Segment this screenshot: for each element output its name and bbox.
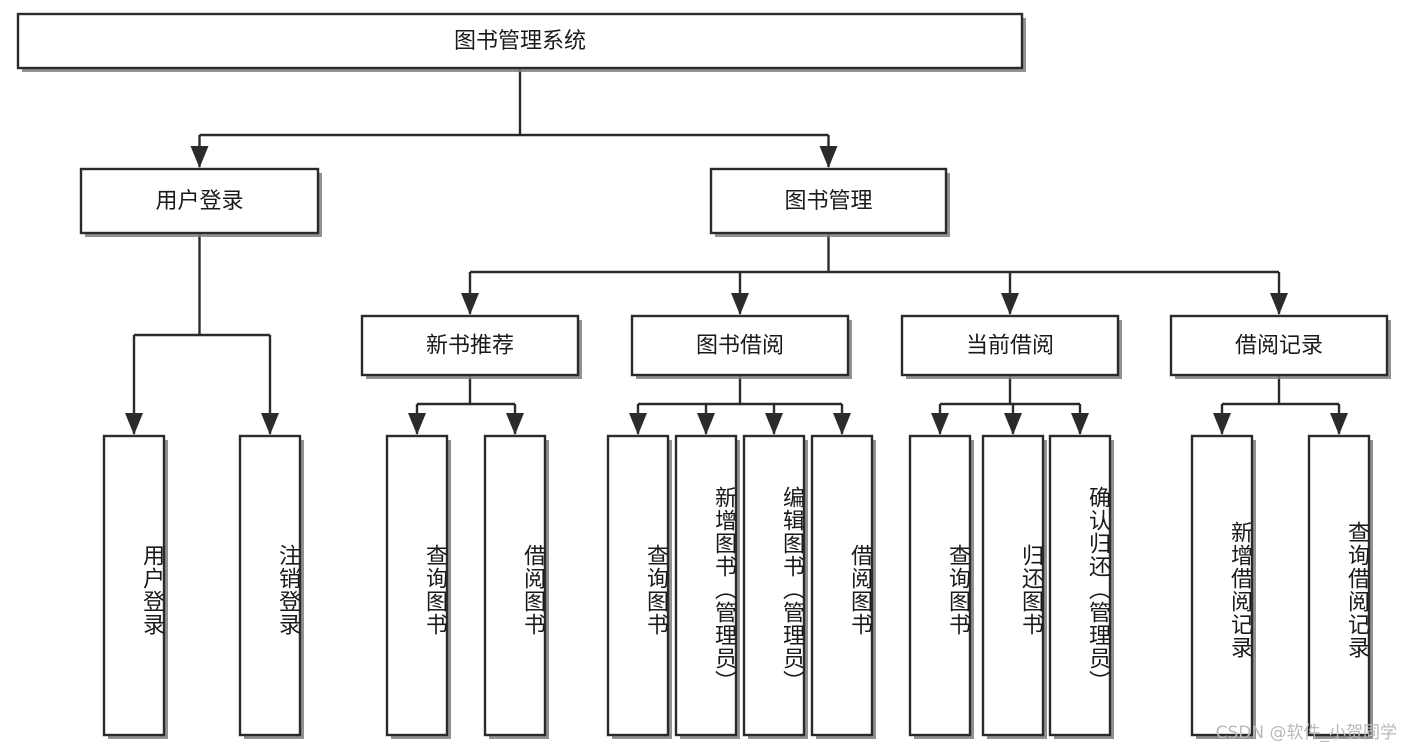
arrow-head bbox=[1071, 413, 1089, 435]
nodes-layer bbox=[16, 12, 1391, 739]
node-box[interactable] bbox=[742, 434, 806, 737]
arrow-head bbox=[697, 413, 715, 435]
arrow-head bbox=[833, 413, 851, 435]
node-box[interactable] bbox=[908, 434, 972, 737]
edges-layer bbox=[125, 68, 1348, 435]
node-leaf-add-record[interactable] bbox=[1190, 434, 1256, 739]
node-label: 借阅记录 bbox=[1235, 332, 1323, 357]
node-box[interactable] bbox=[981, 434, 1045, 737]
node-box[interactable] bbox=[1190, 434, 1254, 737]
node-borrow-record[interactable] bbox=[1169, 314, 1391, 379]
arrow-head bbox=[931, 413, 949, 435]
arrow-head bbox=[1001, 293, 1019, 315]
node-user-login[interactable] bbox=[79, 167, 322, 237]
node-box[interactable] bbox=[674, 434, 738, 737]
node-book-manage[interactable] bbox=[709, 167, 950, 237]
node-label: 图书管理系统 bbox=[454, 28, 586, 53]
node-leaf-user-login[interactable] bbox=[102, 434, 168, 739]
node-box[interactable] bbox=[79, 167, 320, 235]
node-box[interactable] bbox=[709, 167, 948, 235]
node-label: 图书管理 bbox=[784, 188, 872, 213]
arrow-head bbox=[125, 413, 143, 435]
node-leaf-borrow-book-1[interactable] bbox=[483, 434, 549, 739]
node-leaf-query-book-3[interactable] bbox=[908, 434, 974, 739]
node-box[interactable] bbox=[1169, 314, 1389, 377]
node-leaf-query-record[interactable] bbox=[1307, 434, 1373, 739]
arrow-head bbox=[731, 293, 749, 315]
node-box[interactable] bbox=[360, 314, 580, 377]
node-box[interactable] bbox=[102, 434, 166, 737]
node-box[interactable] bbox=[16, 12, 1024, 70]
node-box[interactable] bbox=[810, 434, 874, 737]
node-current-borrow[interactable] bbox=[900, 314, 1122, 379]
node-leaf-query-book-1[interactable] bbox=[385, 434, 451, 739]
node-box[interactable] bbox=[1307, 434, 1371, 737]
node-leaf-return-book[interactable] bbox=[981, 434, 1047, 739]
node-leaf-user-logout[interactable] bbox=[238, 434, 304, 739]
arrow-head bbox=[819, 146, 838, 168]
arrow-head bbox=[506, 413, 524, 435]
node-root[interactable] bbox=[16, 12, 1026, 72]
arrow-head bbox=[261, 413, 279, 435]
node-box[interactable] bbox=[900, 314, 1120, 377]
node-label: 图书借阅 bbox=[696, 332, 784, 357]
arrow-head bbox=[1004, 413, 1022, 435]
node-leaf-edit-book[interactable] bbox=[742, 434, 808, 739]
arrow-head bbox=[1330, 413, 1348, 435]
arrow-head bbox=[765, 413, 783, 435]
node-box[interactable] bbox=[483, 434, 547, 737]
node-leaf-confirm-return[interactable] bbox=[1048, 434, 1114, 739]
node-box[interactable] bbox=[238, 434, 302, 737]
node-label: 新书推荐 bbox=[426, 332, 514, 357]
node-box[interactable] bbox=[1048, 434, 1112, 737]
node-box[interactable] bbox=[630, 314, 850, 377]
node-new-book-recommend[interactable] bbox=[360, 314, 582, 379]
node-leaf-borrow-book-2[interactable] bbox=[810, 434, 876, 739]
node-box[interactable] bbox=[606, 434, 670, 737]
arrow-head bbox=[1213, 413, 1231, 435]
arrow-head bbox=[190, 146, 209, 168]
node-box[interactable] bbox=[385, 434, 449, 737]
watermark-text: CSDN @软件_小贺同学 bbox=[1215, 723, 1397, 743]
arrow-head bbox=[1270, 293, 1288, 315]
node-leaf-query-book-2[interactable] bbox=[606, 434, 672, 739]
arrow-head bbox=[408, 413, 426, 435]
arrow-head bbox=[461, 293, 479, 315]
node-label: 用户登录 bbox=[155, 188, 243, 213]
node-leaf-add-book[interactable] bbox=[674, 434, 740, 739]
node-book-borrow[interactable] bbox=[630, 314, 852, 379]
node-label: 当前借阅 bbox=[966, 332, 1054, 357]
arrow-head bbox=[629, 413, 647, 435]
